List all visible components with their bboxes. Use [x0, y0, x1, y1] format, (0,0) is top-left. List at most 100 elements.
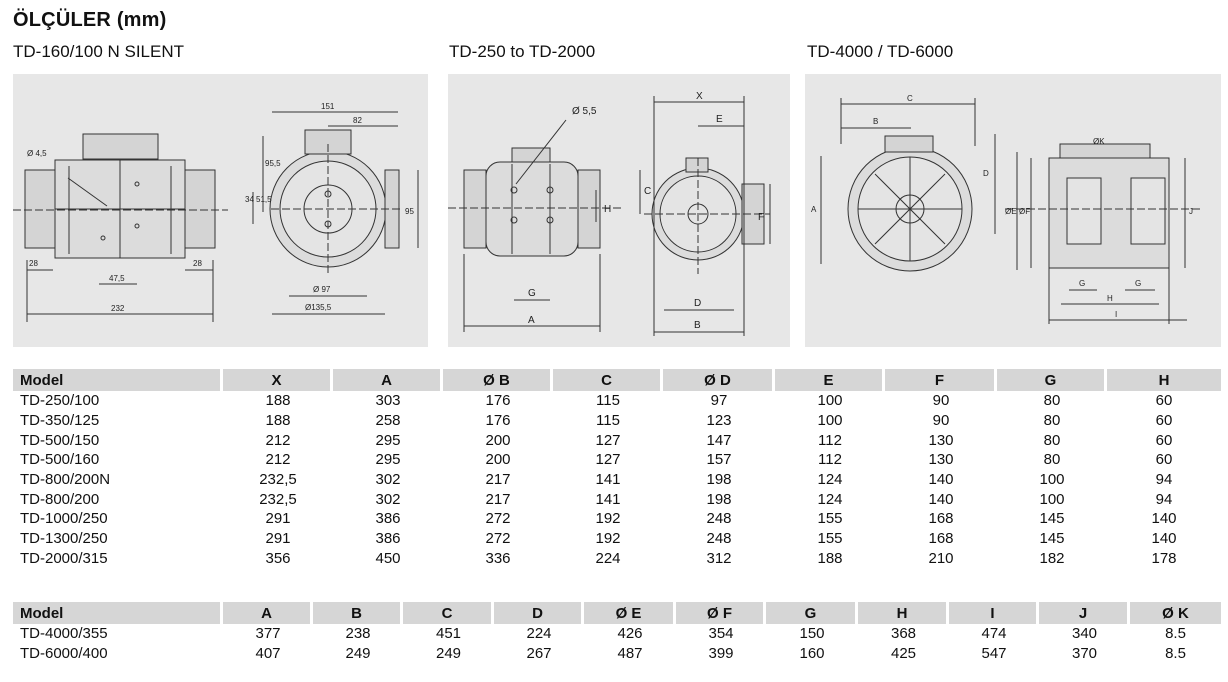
value-cell: 60 [1155, 392, 1173, 410]
dim-label: G [1135, 279, 1141, 288]
dim-label: G [528, 288, 536, 299]
value-cell: 178 [1151, 549, 1177, 567]
column-header: A [333, 369, 443, 391]
drawing-3-title: TD-4000 / TD-6000 [807, 42, 954, 61]
value-cell: 141 [595, 471, 621, 489]
value-cell: 547 [981, 645, 1007, 663]
value-cell: 258 [375, 412, 401, 430]
value-cell: 130 [928, 431, 954, 449]
value-cell: 336 [485, 549, 511, 567]
dim-label: C [907, 94, 913, 103]
value-cell: 100 [817, 412, 843, 430]
value-cell: 112 [818, 431, 842, 449]
column-header: H [1107, 369, 1221, 391]
dim-label: Ø 4,5 [27, 149, 47, 158]
value-cell: 115 [596, 392, 620, 410]
value-cell: 60 [1155, 451, 1173, 469]
dim-label: H [1107, 294, 1113, 303]
value-cell: 155 [817, 530, 843, 548]
column-header: Ø F [676, 602, 766, 624]
value-cell: 90 [932, 392, 950, 410]
value-cell: 267 [526, 645, 552, 663]
value-cell: 295 [375, 451, 401, 469]
value-cell: 127 [595, 451, 621, 469]
value-cell: 302 [375, 471, 401, 489]
value-cell: 123 [706, 412, 732, 430]
model-cell: TD-6000/400 [20, 645, 108, 663]
value-cell: 140 [928, 490, 954, 508]
model-cell: TD-800/200 [20, 490, 100, 508]
value-cell: 115 [596, 412, 620, 430]
dim-label: D [983, 169, 989, 178]
value-cell: 248 [706, 510, 732, 528]
value-cell: 145 [1039, 530, 1065, 548]
value-cell: 192 [595, 530, 621, 548]
value-cell: 386 [375, 530, 401, 548]
value-cell: 124 [817, 471, 843, 489]
model-cell: TD-500/150 [20, 431, 100, 449]
dim-label: E [716, 114, 723, 125]
column-header: Ø B [443, 369, 553, 391]
value-cell: 100 [1039, 490, 1065, 508]
drawing-1-panel: Ø 4,5 28 47,5 28 232 151 82 95,5 34 51,5… [13, 74, 428, 347]
column-header: Model [13, 602, 223, 624]
model-cell: TD-250/100 [20, 392, 100, 410]
value-cell: 303 [375, 392, 401, 410]
value-cell: 130 [928, 451, 954, 469]
dim-label: X [696, 91, 703, 102]
dim-label: Ø 97 [313, 285, 331, 294]
drawing-3-svg: C B A D ØK ØE ØF J G G H I [811, 94, 1201, 324]
drawing-3-panel: C B A D ØK ØE ØF J G G H I [805, 74, 1221, 347]
value-cell: 450 [375, 549, 401, 567]
dim-label: I [1115, 310, 1117, 319]
dim-label: Ø135,5 [305, 303, 332, 312]
value-cell: 141 [595, 490, 621, 508]
value-cell: 377 [255, 625, 281, 643]
drawing-1-title: TD-160/100 N SILENT [13, 42, 185, 61]
column-header: E [775, 369, 885, 391]
column-header: C [553, 369, 663, 391]
value-cell: 60 [1155, 431, 1173, 449]
drawing-1-svg: Ø 4,5 28 47,5 28 232 151 82 95,5 34 51,5… [13, 102, 419, 322]
column-header: Ø D [663, 369, 775, 391]
value-cell: 356 [265, 549, 291, 567]
value-cell: 80 [1043, 431, 1061, 449]
value-cell: 188 [265, 412, 291, 430]
value-cell: 155 [817, 510, 843, 528]
column-header: G [997, 369, 1107, 391]
value-cell: 200 [485, 451, 511, 469]
value-cell: 80 [1043, 451, 1061, 469]
model-cell: TD-350/125 [20, 412, 100, 430]
value-cell: 160 [799, 645, 825, 663]
column-header: I [949, 602, 1039, 624]
dim-label: 28 [193, 259, 202, 268]
model-cell: TD-800/200N [20, 471, 111, 489]
value-cell: 176 [485, 412, 511, 430]
value-cell: 354 [708, 625, 734, 643]
value-cell: 295 [375, 431, 401, 449]
dim-label: 47,5 [109, 274, 125, 283]
value-cell: 212 [265, 451, 291, 469]
column-header: D [494, 602, 584, 624]
value-cell: 224 [595, 549, 621, 567]
dim-label: F [758, 212, 764, 223]
value-cell: 399 [708, 645, 734, 663]
dim-label: C [644, 186, 651, 197]
value-cell: 248 [706, 530, 732, 548]
value-cell: 60 [1155, 412, 1173, 430]
value-cell: 249 [435, 645, 462, 663]
column-header: X [223, 369, 333, 391]
value-cell: 291 [265, 530, 291, 548]
value-cell: 100 [817, 392, 843, 410]
dim-label: 151 [321, 102, 335, 111]
value-cell: 147 [706, 431, 732, 449]
value-cell: 80 [1043, 392, 1061, 410]
